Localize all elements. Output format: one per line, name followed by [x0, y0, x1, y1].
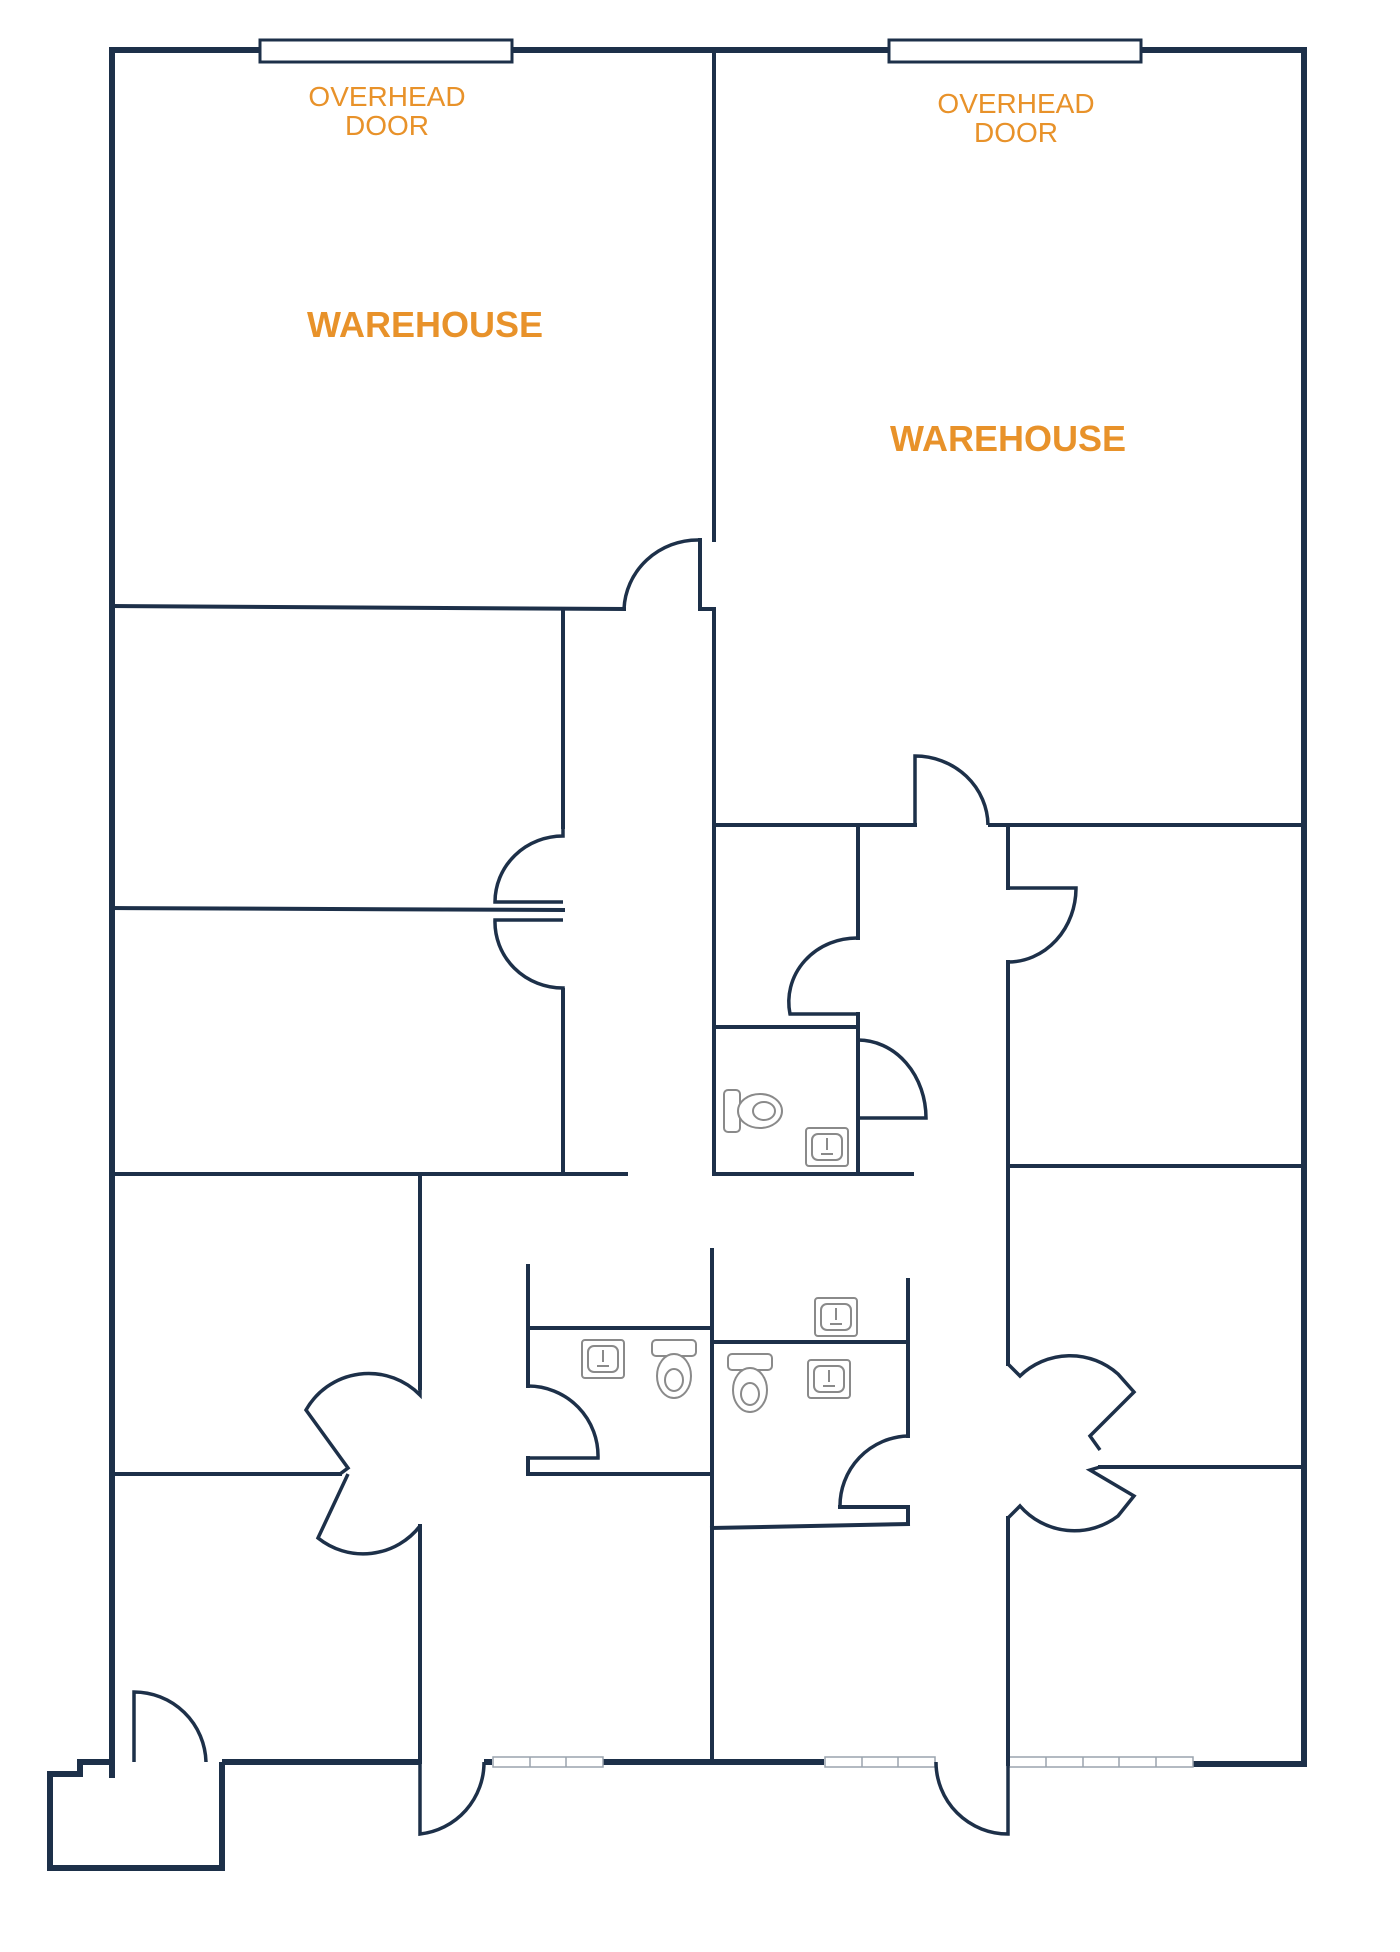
door-office-1[interactable] — [493, 827, 565, 904]
toilet-icon — [723, 1089, 783, 1133]
toilet-icon — [651, 1339, 697, 1399]
warehouse-left-label: WAREHOUSE — [307, 304, 543, 345]
doors — [132, 538, 1137, 1836]
fixtures — [581, 1089, 858, 1413]
overhead-door-right[interactable] — [887, 38, 1143, 64]
door-restroom-upper[interactable] — [857, 1038, 928, 1120]
door-office-se-1[interactable] — [1006, 1353, 1137, 1452]
front-windows — [492, 1756, 1194, 1768]
overhead-door-left-label-2: DOOR — [345, 110, 429, 141]
door-office-se-2[interactable] — [1006, 1465, 1137, 1533]
interior-walls — [109, 50, 1306, 1766]
door-entry-vestibule[interactable] — [132, 1690, 208, 1763]
door-front-right[interactable] — [934, 1761, 1010, 1836]
toilet-icon — [727, 1353, 773, 1413]
door-restroom-right[interactable] — [838, 1434, 909, 1508]
sink-icon — [581, 1339, 625, 1379]
door-office-east-1[interactable] — [1007, 886, 1078, 964]
sink-icon — [805, 1127, 849, 1167]
overhead-door-left-label-1: OVERHEAD — [308, 81, 465, 112]
exterior-walls — [47, 47, 1307, 1871]
overhead-door-left[interactable] — [258, 38, 514, 64]
door-front-left[interactable] — [418, 1761, 486, 1836]
overhead-door-right-label-2: DOOR — [974, 117, 1058, 148]
door-office-2[interactable] — [493, 918, 565, 990]
door-warehouse-left[interactable] — [622, 538, 700, 610]
door-storage[interactable] — [787, 936, 859, 1016]
door-warehouse-right[interactable] — [913, 754, 990, 826]
sink-icon — [814, 1297, 858, 1337]
room-labels: OVERHEAD DOOR OVERHEAD DOOR WAREHOUSE WA… — [307, 81, 1126, 459]
sink-icon — [807, 1359, 851, 1399]
warehouse-right-label: WAREHOUSE — [890, 418, 1126, 459]
door-restroom-left[interactable] — [527, 1384, 600, 1460]
door-office-sw-2[interactable] — [315, 1473, 422, 1556]
door-office-sw-1[interactable] — [303, 1371, 422, 1476]
overhead-door-right-label-1: OVERHEAD — [937, 88, 1094, 119]
